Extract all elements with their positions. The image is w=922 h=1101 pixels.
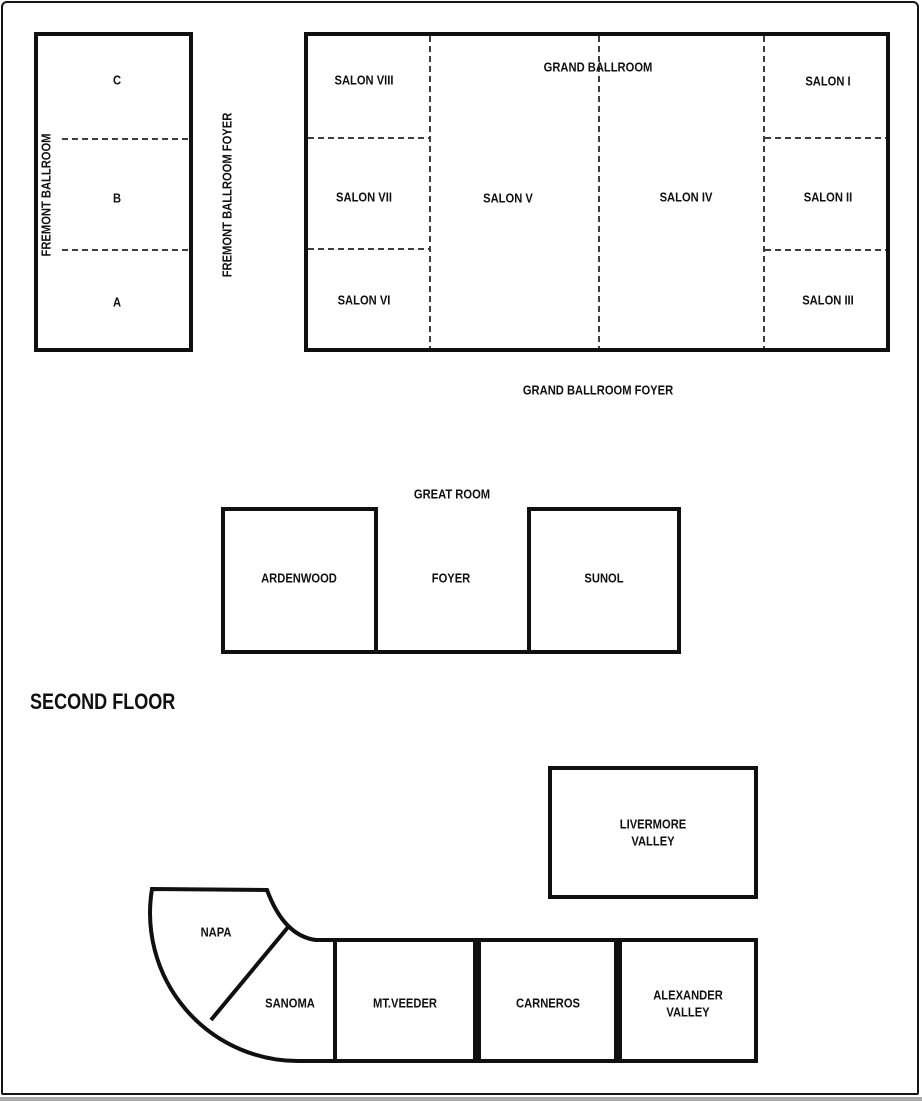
salon-iii-label: SALON III (802, 292, 854, 308)
sunol-room (527, 507, 681, 654)
fremont-divider-ba (62, 249, 191, 251)
great-room-foyer-floor-line (376, 650, 529, 654)
grand-divider-viii-vii (308, 137, 429, 139)
livermore-valley-room (548, 766, 758, 899)
grand-divider-center (598, 36, 600, 348)
salon-i-label: SALON I (805, 73, 851, 89)
salon-vi-label: SALON VI (337, 292, 391, 308)
grand-divider-i-ii (765, 137, 886, 139)
fremont-section-a-label: A (112, 294, 122, 310)
fan-outline (148, 886, 338, 1064)
carneros-room (477, 938, 618, 1063)
sunol-label: SUNOL (584, 570, 624, 586)
grand-ballroom-foyer-label: GRAND BALLROOM FOYER (522, 382, 674, 398)
great-room-label: GREAT ROOM (413, 486, 491, 502)
ardenwood-label: ARDENWOOD (261, 570, 337, 586)
grand-divider-left-column (429, 36, 431, 348)
sanoma-label: SANOMA (265, 995, 315, 1011)
napa-label: NAPA (200, 924, 232, 940)
ardenwood-room (221, 507, 378, 654)
salon-iv-label: SALON IV (659, 189, 713, 205)
salon-ii-label: SALON II (803, 189, 853, 205)
alexander-valley-room (618, 938, 758, 1063)
grand-divider-ii-iii (765, 249, 886, 251)
grand-ballroom-room (304, 32, 890, 352)
grand-ballroom-label: GRAND BALLROOM (543, 59, 653, 75)
fremont-section-b-label: B (112, 190, 122, 206)
great-room-foyer-label: FOYER (431, 570, 471, 586)
salon-vii-label: SALON VII (336, 189, 392, 205)
grand-divider-vii-vi (308, 248, 429, 250)
fremont-ballroom-foyer-label: FREMONT BALLROOM FOYER (219, 112, 235, 278)
second-floor-title: SECOND FLOOR (30, 689, 176, 714)
alexander-valley-label: ALEXANDER VALLEY (653, 987, 723, 1019)
mt-veeder-room (333, 938, 477, 1063)
salon-v-label: SALON V (483, 190, 533, 206)
salon-viii-label: SALON VIII (334, 72, 394, 88)
fremont-ballroom-label: FREMONT BALLROOM (38, 133, 54, 257)
carneros-label: CARNEROS (516, 995, 580, 1011)
fremont-section-c-label: C (112, 72, 122, 88)
page-bottom-edge (0, 1097, 922, 1101)
fremont-divider-cb (62, 138, 191, 140)
fremont-ballroom-room (34, 32, 193, 352)
mt-veeder-label: MT.VEEDER (373, 995, 437, 1011)
grand-divider-right-column (763, 36, 765, 348)
livermore-valley-label: LIVERMORE VALLEY (619, 816, 687, 848)
